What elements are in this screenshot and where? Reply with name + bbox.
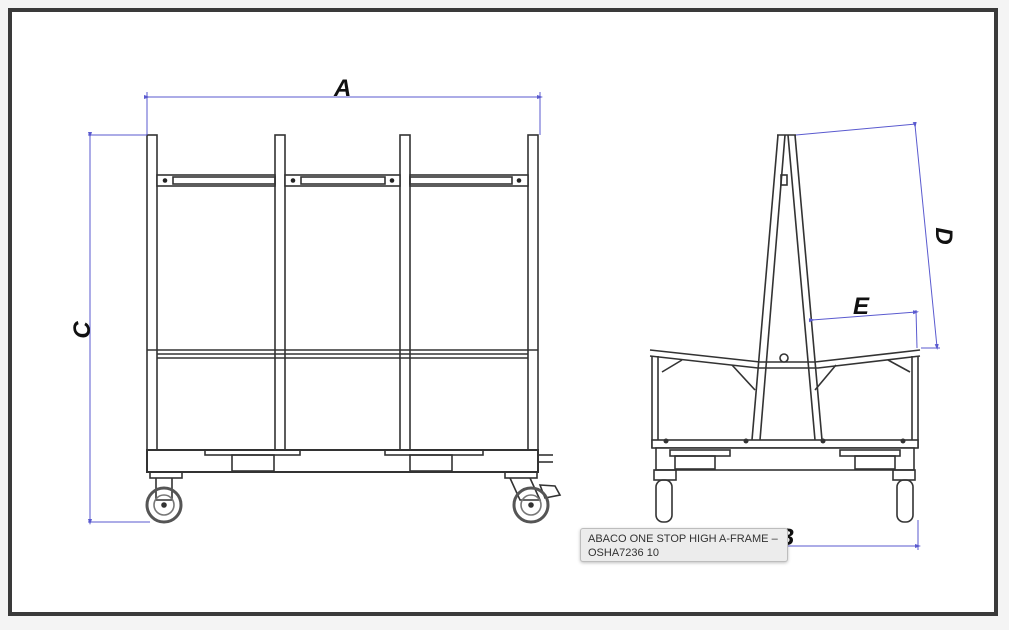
dimension-label-d: D	[930, 227, 957, 244]
front-view	[145, 134, 562, 524]
side-dimensions	[780, 121, 940, 550]
image-tooltip: ABACO ONE STOP HIGH A-FRAME – OSHA7236 1…	[580, 528, 788, 562]
side-view	[649, 134, 921, 523]
tooltip-line-2: OSHA7236 10	[588, 547, 659, 559]
dimension-label-e: E	[853, 293, 870, 320]
dimension-label-c: C	[69, 321, 96, 339]
tooltip-line-1: ABACO ONE STOP HIGH A-FRAME –	[588, 533, 778, 545]
dimension-label-a: A	[333, 75, 351, 102]
front-dimensions	[88, 92, 543, 525]
